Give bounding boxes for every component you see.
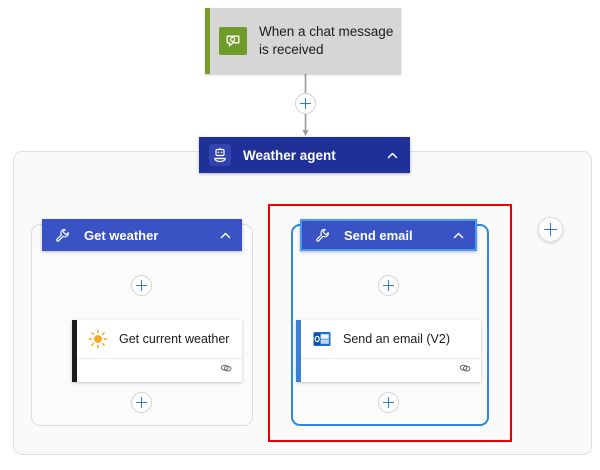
connection-link-icon[interactable] (458, 361, 472, 380)
outlook-email-icon (311, 328, 333, 350)
robot-agent-icon (209, 144, 231, 166)
trigger-label-line1: When a chat message (259, 24, 394, 39)
action-card-footer (301, 359, 481, 381)
plus-icon (387, 280, 390, 291)
add-step-button-after-trigger[interactable] (295, 93, 316, 114)
teams-chat-icon (219, 27, 247, 55)
plus-icon (140, 280, 143, 291)
tool-node-get-weather[interactable]: Get weather (42, 219, 242, 251)
action-card-title-get-current-weather: Get current weather (119, 332, 230, 346)
action-card-header: Send an email (V2) (301, 320, 481, 359)
plus-icon (549, 223, 552, 236)
action-card-title-send-an-email-v2: Send an email (V2) (343, 332, 451, 346)
wrench-tool-icon (311, 224, 333, 246)
plus-icon (304, 98, 307, 109)
action-card-get-current-weather[interactable]: Get current weather (72, 320, 242, 382)
tool-node-label-get-weather: Get weather (84, 227, 159, 243)
sun-weather-icon (87, 328, 109, 350)
plus-icon (140, 397, 143, 408)
action-card-footer (77, 359, 242, 381)
trigger-node[interactable]: When a chat message is received (205, 8, 401, 74)
add-step-button-get-weather-bottom[interactable] (131, 392, 152, 413)
tool-node-label-send-email: Send email (344, 227, 413, 243)
chevron-up-icon[interactable] (219, 229, 232, 242)
add-branch-button[interactable] (538, 217, 563, 242)
connection-link-icon[interactable] (219, 361, 233, 380)
add-step-button-get-weather-top[interactable] (131, 275, 152, 296)
action-card-send-an-email-v2[interactable]: Send an email (V2) (296, 320, 481, 382)
chevron-up-icon[interactable] (452, 229, 465, 242)
tool-node-send-email[interactable]: Send email (300, 219, 477, 251)
plus-icon (387, 397, 390, 408)
wrench-tool-icon (51, 224, 73, 246)
agent-node-weather-agent[interactable]: Weather agent (199, 137, 410, 173)
agent-node-label: Weather agent (243, 147, 336, 163)
chevron-up-icon[interactable] (386, 149, 399, 162)
add-step-button-send-email-top[interactable] (378, 275, 399, 296)
add-step-button-send-email-bottom[interactable] (378, 392, 399, 413)
trigger-label-line2: is received (259, 42, 324, 57)
annotation-highlight-rectangle (268, 204, 512, 442)
trigger-label: When a chat message is received (259, 23, 393, 59)
action-card-header: Get current weather (77, 320, 242, 359)
